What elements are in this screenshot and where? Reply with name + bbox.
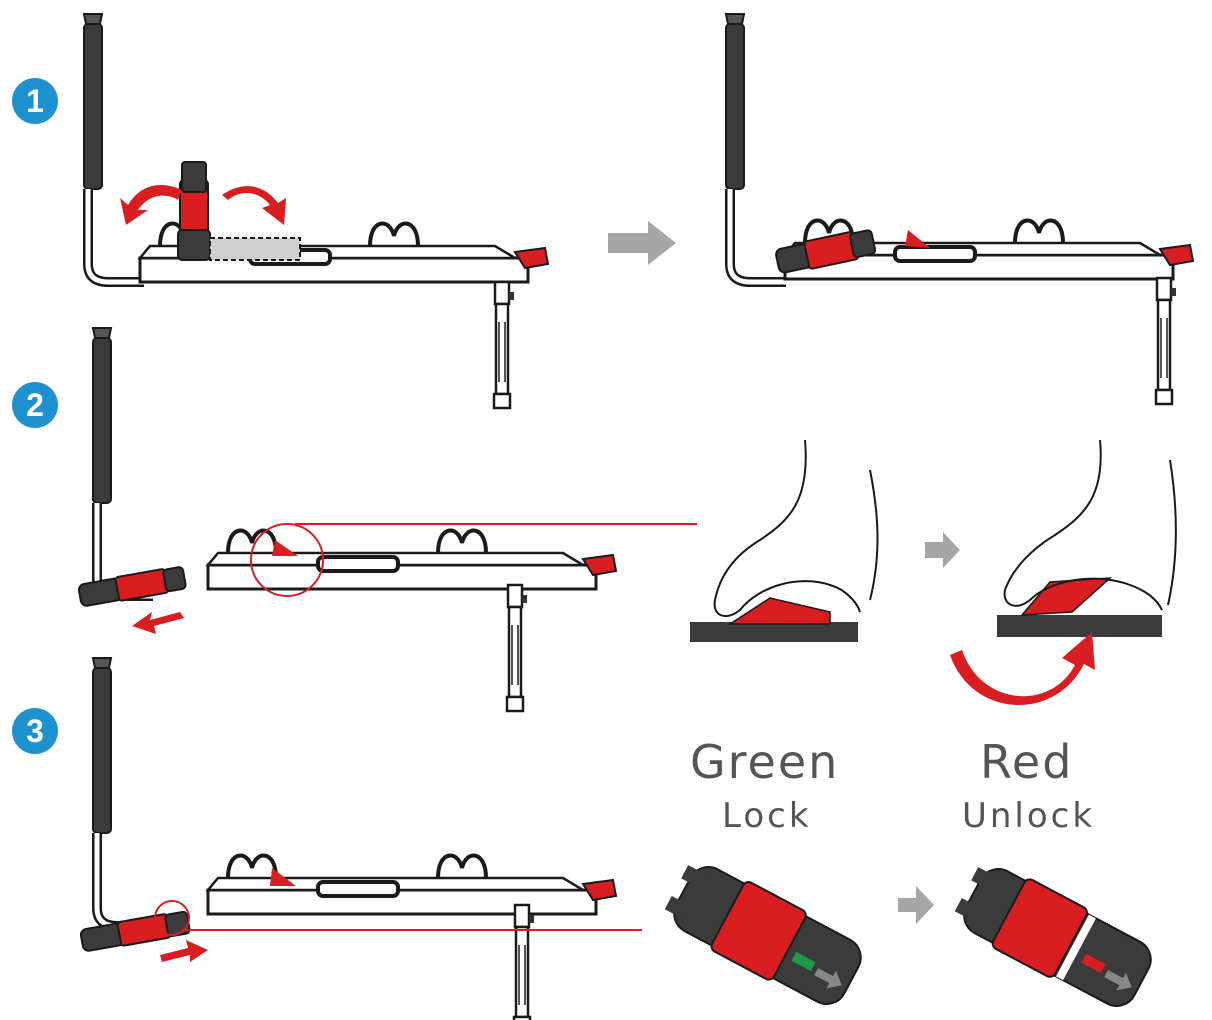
finger-hand-icon bbox=[713, 439, 879, 618]
step-badge-1: 1 bbox=[12, 78, 58, 124]
rotate-arrow-icon bbox=[950, 632, 1095, 706]
finger-press-lock bbox=[690, 439, 879, 642]
connector-unlock-icon bbox=[954, 867, 1152, 1007]
lock-subtitle: Lock bbox=[722, 796, 812, 836]
pull-arrow-icon bbox=[132, 612, 184, 634]
step1-assembly-before bbox=[84, 14, 550, 410]
step1-assembly-after bbox=[726, 14, 1195, 406]
rotate-arrow-icon bbox=[222, 186, 286, 225]
unlock-title: Red bbox=[980, 735, 1074, 789]
step-badge-2: 2 bbox=[12, 382, 58, 428]
step2-assembly bbox=[77, 328, 697, 713]
step-badge-3: 3 bbox=[12, 708, 58, 754]
lock-title: Green bbox=[690, 735, 840, 789]
step-arrow-icon bbox=[608, 221, 676, 265]
step-arrow-icon bbox=[898, 886, 934, 924]
step3-assembly bbox=[79, 658, 642, 1020]
step-arrow-icon bbox=[925, 532, 960, 568]
rotate-arrow-icon bbox=[120, 185, 182, 225]
finger-press-unlock bbox=[950, 439, 1177, 706]
unlock-subtitle: Unlock bbox=[962, 796, 1096, 836]
push-arrow-icon bbox=[160, 940, 208, 962]
connector-lock-icon bbox=[664, 865, 862, 1005]
finger-hand-icon bbox=[1003, 439, 1177, 611]
